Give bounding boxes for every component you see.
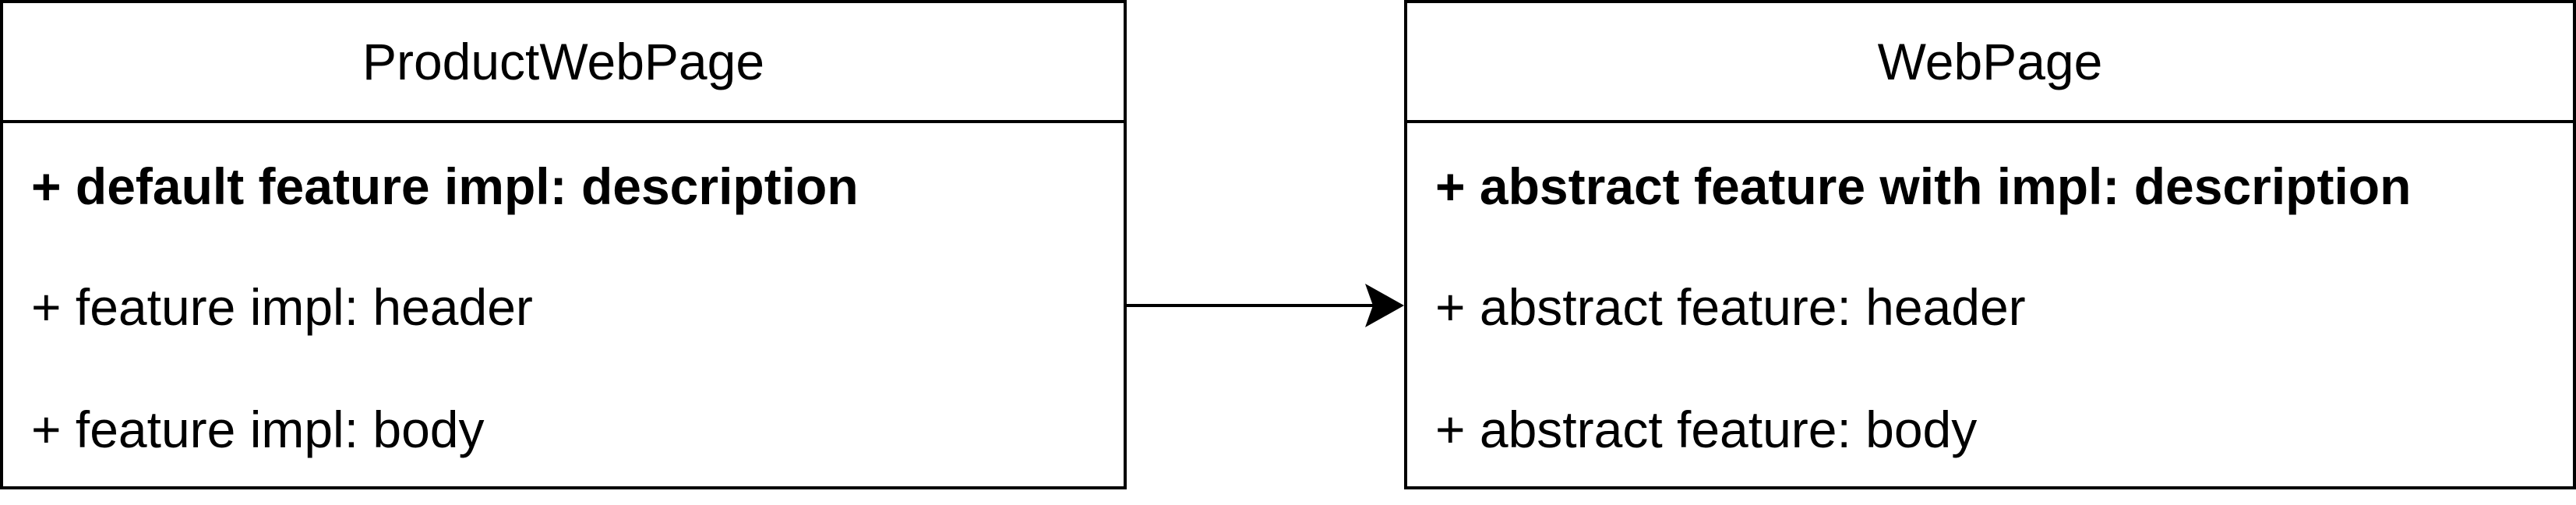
uml-class-webpage: WebPage + abstract feature with impl: de…	[1404, 0, 2576, 489]
class-attributes: + abstract feature with impl: descriptio…	[1407, 123, 2573, 489]
class-title: ProductWebPage	[3, 3, 1124, 123]
class-attribute: + abstract feature with impl: descriptio…	[1435, 157, 2412, 215]
class-title: WebPage	[1407, 3, 2573, 123]
class-attribute: + feature impl: body	[31, 401, 485, 458]
class-attributes: + default feature impl: description + fe…	[3, 123, 1124, 489]
class-attribute: + abstract feature: body	[1435, 401, 1978, 458]
class-attribute: + feature impl: header	[31, 278, 533, 336]
uml-class-productwebpage: ProductWebPage + default feature impl: d…	[0, 0, 1127, 489]
class-attribute: + default feature impl: description	[31, 157, 859, 215]
arrowhead-icon	[1365, 284, 1404, 327]
class-attribute: + abstract feature: header	[1435, 278, 2026, 336]
